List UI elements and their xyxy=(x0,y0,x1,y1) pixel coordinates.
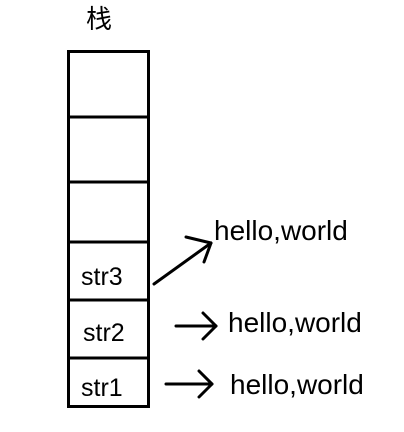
stack-title: 栈 xyxy=(86,5,113,35)
value-text-str2: hello,world xyxy=(228,307,362,338)
arrow-str3 xyxy=(152,235,213,286)
stack-outline xyxy=(67,50,150,408)
value-text-str3: hello,world xyxy=(214,215,348,246)
value-text-str1: hello,world xyxy=(230,369,364,400)
stack-cell-label-str1: str1 xyxy=(81,374,123,402)
arrow-str2 xyxy=(174,311,218,341)
arrow-str1 xyxy=(164,369,214,399)
stack-cell-label-str3: str3 xyxy=(81,263,123,291)
stack-column: str3 str2 str1 xyxy=(67,50,150,408)
stack-cell-label-str2: str2 xyxy=(83,319,125,347)
